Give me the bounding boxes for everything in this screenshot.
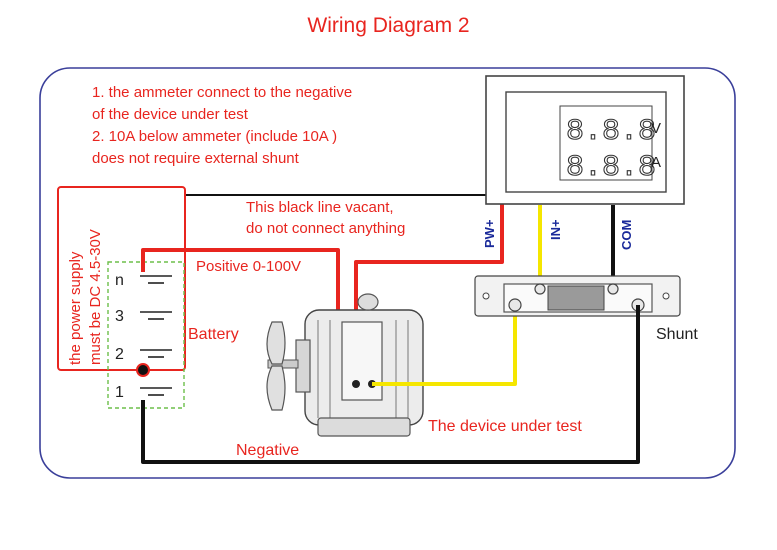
motor-device	[266, 293, 424, 437]
black-line-note-1: This black line vacant,	[246, 199, 394, 216]
note-line-3: 2. 10A below ammeter (include 10A )	[92, 128, 337, 145]
terminal-pw-label: PW+	[482, 219, 497, 248]
shunt-label: Shunt	[656, 326, 698, 343]
diagram-title: Wiring Diagram 2	[307, 14, 470, 37]
battery-cell-3: 3	[115, 308, 124, 325]
positive-label: Positive 0-100V	[196, 258, 301, 275]
panel-meter	[485, 75, 685, 205]
power-supply-box	[57, 186, 186, 371]
battery-cell-1: 1	[115, 384, 124, 401]
negative-label: Negative	[236, 442, 299, 459]
shunt	[474, 275, 681, 317]
meter-unit-volts: V	[651, 120, 661, 137]
power-supply-note-1: the power supply	[67, 251, 84, 365]
device-yellow-wire	[372, 308, 517, 386]
meter-display-voltage: 8.8.8	[566, 115, 656, 149]
device-label: The device under test	[428, 418, 582, 435]
battery-box	[107, 261, 185, 409]
meter-unit-amps: A	[651, 154, 661, 171]
battery-cell-n: n	[115, 272, 124, 289]
battery-label: Battery	[188, 326, 239, 343]
battery-cells	[140, 275, 172, 396]
terminal-com-label: COM	[619, 220, 634, 250]
battery-cell-2: 2	[115, 346, 124, 363]
terminal-in-label: IN+	[548, 219, 563, 240]
diagram-frame	[39, 67, 736, 479]
note-line-2: of the device under test	[92, 106, 249, 123]
battery-terminal	[136, 363, 150, 377]
black-line-note-2: do not connect anything	[246, 220, 405, 237]
meter-display-current: 8.8.8	[566, 151, 656, 185]
note-line-1: 1. the ammeter connect to the negative	[92, 84, 352, 101]
negative-wire	[141, 305, 640, 464]
note-line-4: does not require external shunt	[92, 150, 300, 167]
power-supply-note-2: must be DC 4.5-30V	[87, 229, 104, 365]
